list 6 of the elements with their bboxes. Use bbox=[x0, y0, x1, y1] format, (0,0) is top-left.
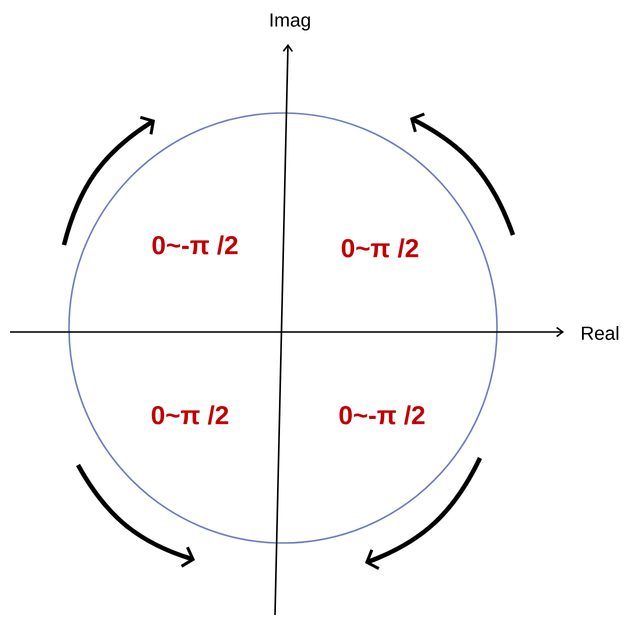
quadrant-label: 0~π /2 bbox=[342, 238, 418, 258]
quadrant-label: 0~-π /2 bbox=[339, 405, 425, 425]
axis-label: Imag bbox=[270, 14, 310, 30]
axis-label: Real bbox=[582, 326, 618, 340]
quadrant-label: 0~-π /2 bbox=[152, 235, 238, 255]
quadrant-label: 0~π /2 bbox=[152, 405, 228, 425]
